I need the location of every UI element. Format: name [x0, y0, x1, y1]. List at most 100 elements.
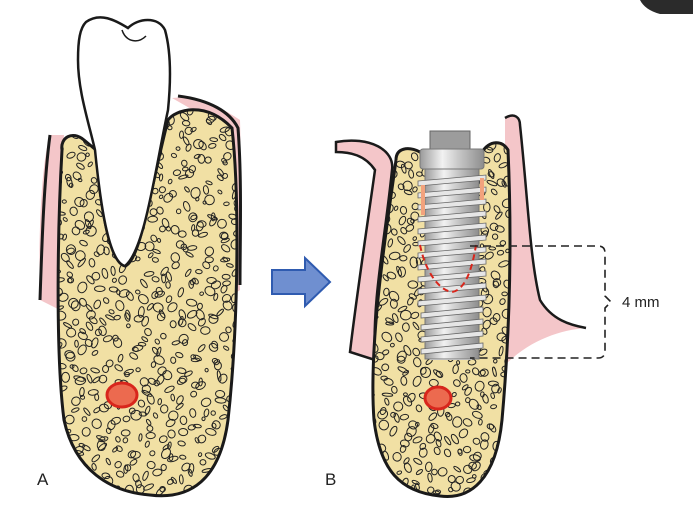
bone-pore [149, 450, 156, 457]
bone-pore [195, 269, 203, 275]
bone-pore [91, 463, 97, 471]
bone-pore [167, 455, 179, 463]
bone-pore [127, 450, 137, 459]
bone-pore [368, 128, 377, 137]
bone-pore [406, 426, 417, 438]
bone-pore [90, 367, 100, 374]
bone-pore [58, 362, 67, 370]
bone-pore [418, 447, 428, 458]
bone-pore [489, 317, 498, 325]
bone-pore [383, 287, 390, 297]
bone-pore [361, 402, 372, 410]
bone-pore [129, 458, 138, 466]
bone-pore [474, 380, 485, 392]
bone-pore [388, 290, 400, 302]
bone-pore [505, 209, 510, 219]
bone-pore [182, 201, 191, 212]
bone-pore [222, 300, 233, 311]
bone-pore [497, 387, 502, 394]
bone-pore [376, 492, 386, 497]
bone-pore [185, 494, 193, 496]
bone-pore [409, 256, 418, 269]
bone-pore [182, 166, 189, 172]
bone-pore [476, 404, 482, 411]
bone-pore [472, 367, 480, 376]
bone-pore [492, 278, 502, 287]
bone-pore [184, 169, 195, 178]
bone-pore [219, 332, 230, 342]
bone-pore [147, 215, 158, 223]
bone-pore [115, 470, 125, 478]
bone-pore [488, 169, 495, 179]
bone-pore [457, 448, 463, 454]
bone-pore [201, 485, 206, 491]
bone-pore [486, 179, 498, 187]
bone-pore [240, 156, 252, 167]
bone-pore [190, 187, 201, 199]
bone-pore [234, 202, 237, 213]
bone-pore [412, 186, 418, 193]
bone-pore [412, 236, 418, 241]
bone-pore [153, 355, 165, 365]
bone-pore [464, 386, 472, 396]
bone-pore [137, 399, 146, 408]
bone-pore [184, 126, 193, 135]
bone-pore [378, 486, 383, 495]
bone-pore [447, 475, 456, 484]
bone-pore [179, 112, 190, 122]
bone-pore [204, 256, 214, 264]
bone-pore [114, 364, 123, 372]
bone-pore [453, 379, 461, 387]
bone-pore [508, 497, 521, 506]
bone-pore [397, 366, 408, 374]
bone-pore [58, 495, 66, 496]
bone-pore [195, 381, 206, 390]
bone-pore [194, 437, 200, 444]
bone-pore [87, 219, 94, 229]
bone-pore [461, 498, 470, 506]
bone-pore [141, 315, 150, 327]
bone-pore [223, 201, 230, 207]
bone-pore [117, 353, 124, 363]
bone-pore [236, 432, 246, 442]
bone-pore [87, 161, 93, 168]
bone-pore [218, 373, 228, 384]
bone-pore [222, 173, 229, 179]
bone-pore [229, 418, 237, 424]
bone-pore [58, 124, 62, 136]
bone-pore [211, 357, 219, 364]
bone-pore [178, 474, 184, 485]
bone-pore [147, 252, 154, 259]
bone-pore [49, 366, 57, 376]
bone-pore [89, 184, 99, 195]
bone-pore [176, 377, 186, 385]
bone-pore [157, 366, 167, 376]
bone-pore [494, 225, 505, 233]
bone-pore [191, 229, 200, 237]
bone-pore [63, 471, 69, 478]
bone-pore [188, 463, 195, 474]
bone-pore [150, 234, 158, 243]
bone-pore [238, 498, 245, 505]
bone-pore [187, 424, 196, 431]
bone-pore [81, 416, 88, 422]
bone-pore [413, 457, 423, 465]
bone-pore [91, 271, 101, 281]
bone-pore [218, 467, 225, 475]
bone-pore [407, 280, 419, 289]
bone-pore [448, 486, 454, 493]
bone-pore [149, 208, 158, 217]
bone-pore [91, 418, 102, 429]
gum-right-b [505, 115, 586, 365]
bone-pore [213, 361, 222, 371]
bone-pore [158, 186, 166, 194]
bone-pore [199, 459, 207, 466]
bone-pore [424, 461, 433, 473]
bone-pore [202, 261, 211, 270]
bone-pore [170, 356, 177, 364]
bone-pore [82, 444, 91, 452]
bone-pore [58, 398, 60, 403]
implant-thread [417, 294, 487, 307]
bone-pore [105, 457, 111, 466]
bone-pore [128, 407, 136, 415]
